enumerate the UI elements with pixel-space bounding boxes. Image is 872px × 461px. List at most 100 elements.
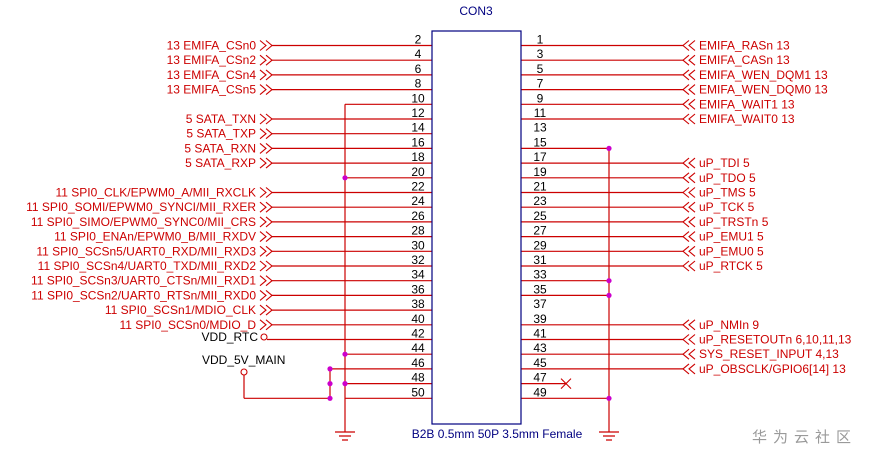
offpage-connector-icon (259, 216, 273, 228)
pin-number: 5 (537, 62, 544, 76)
vdd-5v-main-label: VDD_5V_MAIN (202, 353, 285, 367)
right-net-label: uP_TCK 5 (699, 200, 755, 214)
offpage-connector-icon (682, 98, 696, 110)
offpage-connector-icon (259, 142, 273, 154)
left-net-label: 11 SPI0_SOMI/EPWM0_SYNCI/MII_RXER (26, 200, 256, 214)
offpage-connector-icon (682, 231, 696, 243)
no-connect-icon (560, 378, 572, 389)
offpage-connector-icon (259, 84, 273, 96)
offpage-connector-icon (259, 113, 273, 125)
pin-number: 20 (411, 165, 425, 179)
junction-dot (327, 381, 333, 387)
offpage-connector-icon (682, 334, 696, 345)
pin-number: 27 (533, 224, 547, 238)
pin-number: 23 (533, 194, 547, 208)
right-net-label: EMIFA_WEN_DQM0 13 (699, 83, 828, 97)
pin-number: 47 (533, 371, 547, 385)
right-net-label: EMIFA_WEN_DQM1 13 (699, 68, 828, 82)
offpage-connector-icon (682, 216, 696, 228)
left-net-label: 11 SPI0_CLK/EPWM0_A/MII_RXCLK (55, 186, 256, 200)
offpage-connector-icon (259, 54, 273, 66)
pin-number: 7 (537, 77, 544, 91)
offpage-connector-icon (259, 231, 273, 243)
pin-number: 10 (411, 91, 425, 105)
right-net-label: uP_OBSCLK/GPIO6[14] 13 (699, 362, 846, 376)
symbols-layer (240, 40, 696, 441)
pin-number: 31 (533, 253, 547, 267)
left-pin-numbers: 2468101214161820222426283032343638404244… (411, 33, 425, 400)
pin-number: 15 (533, 135, 547, 149)
offpage-connector-icon (682, 201, 696, 213)
junction-dot (327, 366, 333, 372)
ground-icon (599, 431, 619, 441)
pin-number: 16 (411, 135, 425, 149)
pin-number: 32 (411, 253, 425, 267)
left-net-label: 13 EMIFA_CSn5 (167, 83, 257, 97)
pin-number: 33 (533, 268, 547, 282)
left-net-label: 13 EMIFA_CSn2 (167, 53, 257, 67)
pin-number: 4 (415, 47, 422, 61)
offpage-connector-icon (259, 128, 273, 140)
offpage-connector-icon (259, 187, 273, 198)
offpage-connector-icon (682, 245, 696, 257)
offpage-connector-icon (682, 260, 696, 272)
pin-number: 45 (533, 356, 547, 370)
junction-dot (606, 145, 612, 151)
power-flag-icon (240, 368, 248, 376)
right-net-label: uP_TRSTn 5 (699, 215, 769, 229)
right-net-label: SYS_RESET_INPUT 4,13 (699, 347, 839, 361)
pin-number: 42 (411, 327, 425, 341)
offpage-connector-icon (259, 289, 273, 301)
pin-number: 12 (411, 106, 425, 120)
right-net-label: uP_RTCK 5 (699, 259, 763, 273)
offpage-connector-icon (682, 187, 696, 198)
junction-dot (327, 395, 333, 401)
offpage-connector-icon (682, 69, 696, 81)
offpage-connector-icon (259, 319, 273, 331)
pin-number: 13 (533, 121, 547, 135)
right-net-label: uP_RESETOUTn 6,10,11,13 (699, 333, 852, 347)
pin-number: 35 (533, 282, 547, 296)
junction-dot (342, 381, 348, 387)
right-net-label: EMIFA_RASn 13 (699, 39, 790, 53)
pin-number: 48 (411, 371, 425, 385)
pin-number: 41 (533, 327, 547, 341)
pin-number: 19 (533, 165, 547, 179)
watermark: 华为云社区 (752, 429, 857, 446)
left-net-label: 11 SPI0_SCSn4/UART0_TXD/MII_RXD2 (38, 259, 257, 273)
pin-number: 28 (411, 224, 425, 238)
left-net-label: 5 SATA_TXP (186, 127, 256, 141)
power-flag-icon (260, 333, 268, 341)
pin-number: 21 (533, 180, 547, 194)
offpage-connector-icon (682, 54, 696, 66)
right-net-label: uP_EMU1 5 (699, 230, 764, 244)
pin-number: 44 (411, 341, 425, 355)
right-net-label: uP_TDI 5 (699, 156, 750, 170)
pin-number: 3 (537, 47, 544, 61)
offpage-connector-icon (682, 363, 696, 375)
offpage-connector-icon (682, 40, 696, 51)
pin-number: 25 (533, 209, 547, 223)
pin-number: 39 (533, 312, 547, 326)
offpage-connector-icon (682, 157, 696, 169)
pin-number: 29 (533, 238, 547, 252)
left-net-label: 11 SPI0_SCSn3/UART0_CTSn/MII_RXD1 (31, 274, 256, 288)
right-net-label: EMIFA_CASn 13 (699, 53, 790, 67)
right-net-label: uP_TDO 5 (699, 171, 756, 185)
offpage-connector-icon (682, 348, 696, 360)
left-net-label: 11 SPI0_ENAn/EPWM0_B/MII_RXDV (54, 230, 256, 244)
right-pin-numbers: 1357911131517192123252729313335373941434… (533, 33, 547, 400)
left-net-label: 11 SPI0_SCSn2/UART0_RTSn/MII_RXD0 (31, 288, 256, 302)
offpage-connector-icon (259, 201, 273, 213)
offpage-connector-icon (259, 245, 273, 257)
right-net-label: uP_TMS 5 (699, 186, 756, 200)
pin-number: 43 (533, 341, 547, 355)
pin-number: 18 (411, 150, 425, 164)
connector-title: CON3 (459, 4, 493, 18)
junction-dot (606, 395, 612, 401)
right-net-label: EMIFA_WAIT0 13 (699, 112, 795, 126)
pin-number: 9 (537, 91, 544, 105)
offpage-connector-icon (259, 275, 273, 287)
